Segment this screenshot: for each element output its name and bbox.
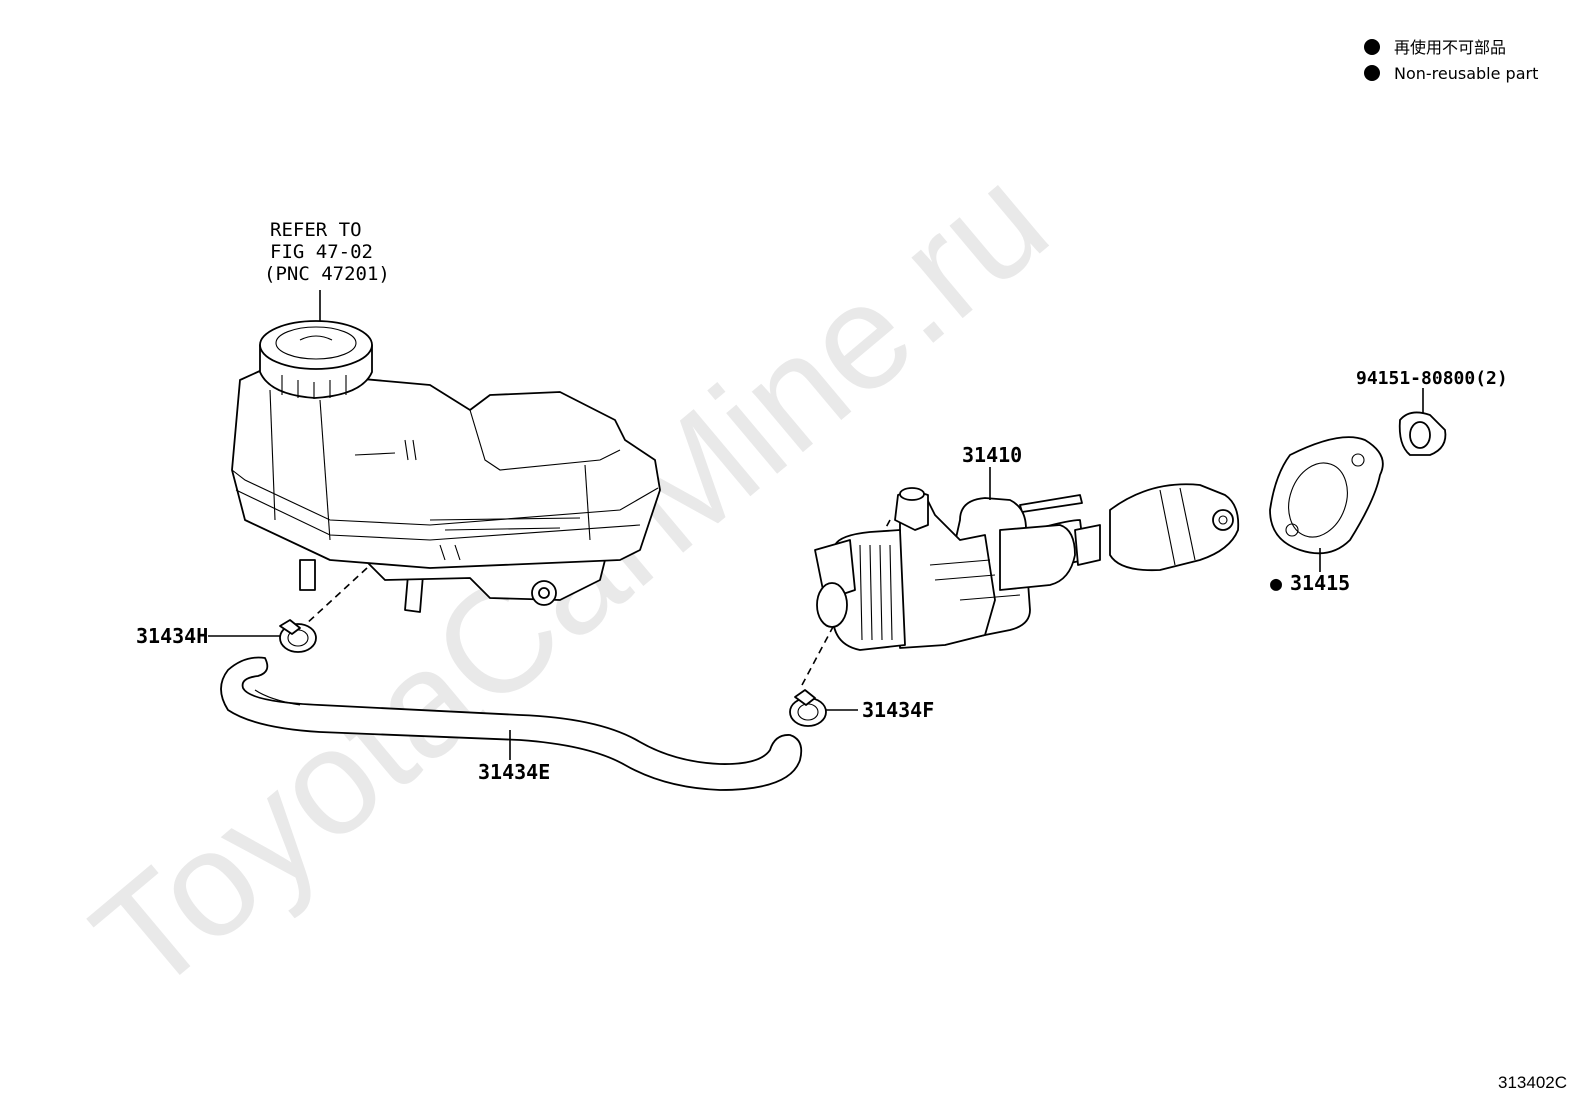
callout-94151-80800: 94151-80800(2) [1356,368,1508,389]
reference-line-3: (PNC 47201) [264,263,390,285]
reference-note: REFER TO FIG 47-02 (PNC 47201) [264,219,390,327]
legend: 再使用不可部品 Non-reusable part [1364,38,1538,83]
reservoir-hose [220,656,803,791]
reference-line-2: FIG 47-02 [270,241,373,263]
legend-dot-en [1364,65,1380,81]
reservoir-cap [259,320,373,399]
clutch-master-cylinder [814,483,1240,651]
gasket-non-reusable-marker: ● [1270,571,1282,595]
reference-line-1: REFER TO [270,219,362,241]
callout-31410: 31410 [962,443,1022,467]
gasket [1269,436,1384,555]
callout-31434H: 31434H [136,624,208,648]
reservoir-tank [231,369,661,613]
legend-text-en: Non-reusable part [1394,64,1538,83]
callout-31434E: 31434E [478,760,550,784]
dashed-line-upper-clamp [304,567,368,626]
legend-dot-jp [1364,39,1380,55]
legend-text-jp: 再使用不可部品 [1394,38,1506,57]
callout-31434F: 31434F [862,698,934,722]
figure-code: 313402C [1498,1073,1567,1092]
callout-31415: 31415 [1290,571,1350,595]
clamp-lower [789,689,827,727]
clamp-upper [279,619,317,653]
bolt [1398,411,1447,456]
